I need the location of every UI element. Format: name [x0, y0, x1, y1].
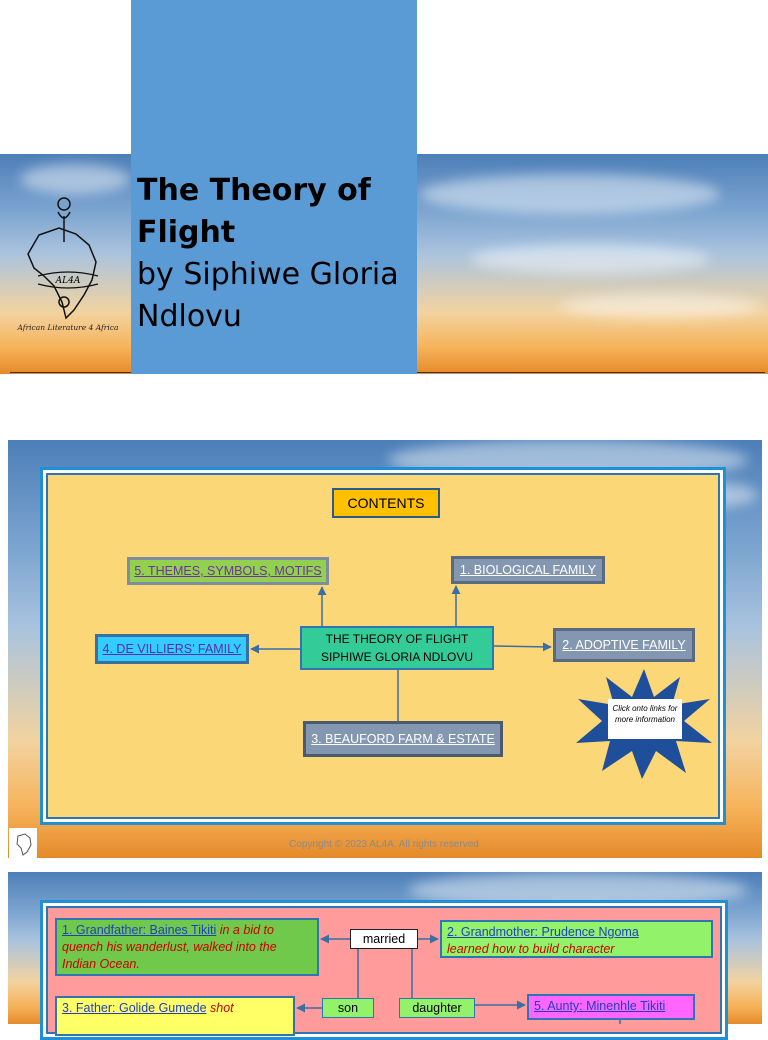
father-description: shot — [210, 1001, 234, 1015]
aunty-link[interactable]: 5. Aunty: Minenhle Tikiti — [534, 999, 666, 1013]
starburst-callout — [576, 669, 712, 779]
beauford-farm-link[interactable]: 3. BEAUFORD FARM & ESTATE — [303, 721, 503, 757]
title-card — [131, 0, 417, 374]
father-link[interactable]: 3. Father: Golide Gumede — [62, 1001, 207, 1015]
father-box: 3. Father: Golide Gumede shot — [55, 996, 295, 1036]
themes-symbols-motifs-link[interactable]: 5. THEMES, SYMBOLS, MOTIFS — [127, 557, 329, 585]
married-label: married — [350, 929, 418, 949]
daughter-label: daughter — [399, 998, 475, 1018]
logo-caption: African Literature 4 Africa — [17, 323, 119, 332]
author-line-2: Ndlovu — [137, 299, 242, 334]
aunty-box: 5. Aunty: Minenhle Tikiti — [527, 994, 695, 1020]
grandmother-description: learned how to build character — [447, 942, 615, 956]
biological-family-link[interactable]: 1. BIOLOGICAL FAMILY — [451, 556, 605, 584]
central-title-line-1: THE THEORY OF FLIGHT — [325, 632, 469, 646]
copyright-text: Copyright © 2023 AL4A. All rights reserv… — [289, 839, 479, 850]
son-label: son — [322, 998, 374, 1018]
de-villiers-family-link[interactable]: 4. DE VILLIERS’ FAMILY — [95, 634, 249, 664]
divider-line — [417, 372, 765, 373]
callout-text: Click onto links for more information — [612, 704, 678, 724]
contents-heading: CONTENTS — [332, 488, 440, 518]
grandfather-box: 1. Grandfather: Baines Tikiti in a bid t… — [55, 918, 319, 976]
grandfather-description: in a bid to quench his wanderlust, walke… — [62, 923, 277, 971]
author-line-1: by Siphiwe Gloria — [137, 257, 399, 292]
adoptive-family-link[interactable]: 2. ADOPTIVE FAMILY — [553, 628, 695, 662]
central-title-box: THE THEORY OF FLIGHT SIPHIWE GLORIA NDLO… — [300, 626, 494, 670]
logo-text: AL4A — [55, 276, 81, 286]
al4a-mini-logo — [9, 828, 37, 858]
grandmother-link[interactable]: 2. Grandmother: Prudence Ngoma — [447, 925, 639, 939]
central-title-line-2: SIPHIWE GLORIA NDLOVU — [320, 650, 474, 664]
title-line-1: The Theory of — [137, 173, 371, 208]
grandfather-link[interactable]: 1. Grandfather: Baines Tikiti — [62, 923, 217, 937]
book-title-block: The Theory of Flight by Siphiwe Gloria N… — [137, 170, 417, 338]
title-line-2: Flight — [137, 215, 236, 250]
grandmother-box: 2. Grandmother: Prudence Ngoma learned h… — [440, 920, 713, 958]
divider-line — [10, 372, 131, 373]
al4a-logo: AL4A — [27, 197, 99, 320]
